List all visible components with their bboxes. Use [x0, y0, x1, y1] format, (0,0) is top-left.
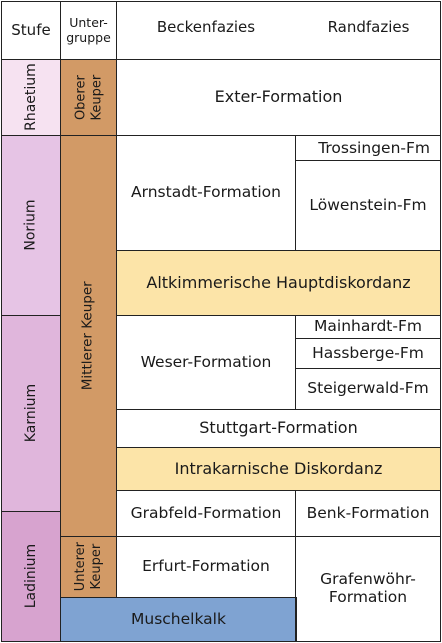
group-oberer-keuper-line1: Oberer: [72, 75, 88, 120]
formation-mainhardt: Mainhardt-Fm: [295, 315, 441, 339]
formation-arnstadt-label: Arnstadt-Formation: [131, 183, 281, 202]
group-oberer-keuper: Oberer Keuper: [60, 59, 117, 136]
stage-ladinium-label: Ladinium: [22, 544, 39, 609]
group-unterer-keuper-line2: Keuper: [88, 544, 104, 590]
group-mittlerer-keuper-label: Mittlerer Keuper: [79, 281, 96, 391]
formation-grabfeld-label: Grabfeld-Formation: [130, 503, 282, 522]
formation-stuttgart-label: Stuttgart-Formation: [199, 418, 358, 438]
header-stufe-label: Stufe: [11, 20, 51, 39]
formation-loewenstein: Löwenstein-Fm: [295, 160, 441, 251]
formation-benk-label: Benk-Formation: [306, 503, 430, 522]
header-untergruppe-line2: gruppe: [66, 29, 111, 45]
formation-grabfeld: Grabfeld-Formation: [116, 490, 296, 537]
header-randfazies-label: Randfazies: [327, 18, 410, 36]
stage-norium-label: Norium: [22, 199, 39, 252]
group-unterer-keuper: Unterer Keuper: [60, 536, 117, 598]
group-muschelkalk-label: Muschelkalk: [131, 609, 226, 628]
header-beckenfazies: Beckenfazies: [116, 1, 296, 53]
formation-intrakarnische-label: Intrakarnische Diskordanz: [174, 458, 383, 478]
formation-trossingen: Trossingen-Fm: [295, 135, 441, 161]
formation-altkimmerische-hauptdiskordanz: Altkimmerische Hauptdiskordanz: [116, 250, 441, 316]
formation-loewenstein-label: Löwenstein-Fm: [309, 195, 427, 214]
stage-rhaetium-label: Rhaetium: [22, 63, 39, 132]
formation-hassberge: Hassberge-Fm: [295, 338, 441, 369]
trossingen-top-line: [295, 135, 441, 136]
group-mittlerer-keuper: Mittlerer Keuper: [60, 135, 117, 537]
formation-grafenwoehr: Grafenwöhr- Formation: [295, 536, 441, 642]
group-oberer-keuper-line2: Keuper: [88, 74, 104, 121]
formation-stuttgart: Stuttgart-Formation: [116, 409, 441, 448]
stage-karnium: Karnium: [1, 315, 61, 512]
formation-steigerwald-label: Steigerwald-Fm: [307, 379, 429, 398]
formation-mainhardt-label: Mainhardt-Fm: [314, 317, 422, 336]
formation-exter: Exter-Formation: [116, 59, 441, 136]
formation-steigerwald: Steigerwald-Fm: [295, 368, 441, 410]
formation-exter-label: Exter-Formation: [214, 87, 343, 107]
group-muschelkalk: Muschelkalk: [60, 597, 297, 642]
formation-grafenwoehr-line1: Grafenwöhr-: [320, 570, 416, 589]
formation-arnstadt: Arnstadt-Formation: [116, 135, 296, 251]
formation-benk: Benk-Formation: [295, 490, 441, 537]
stage-norium: Norium: [1, 135, 61, 316]
header-beckenfazies-label: Beckenfazies: [156, 18, 256, 36]
formation-intrakarnische-diskordanz: Intrakarnische Diskordanz: [116, 447, 441, 491]
formation-erfurt-label: Erfurt-Formation: [142, 557, 270, 576]
formation-altkimmerische-label: Altkimmerische Hauptdiskordanz: [146, 272, 411, 292]
header-untergruppe: Unter- gruppe: [60, 1, 117, 60]
stage-karnium-label: Karnium: [22, 384, 39, 443]
formation-weser: Weser-Formation: [116, 315, 296, 410]
formation-erfurt: Erfurt-Formation: [116, 536, 296, 598]
stage-rhaetium: Rhaetium: [1, 59, 61, 136]
formation-grafenwoehr-line2: Formation: [328, 588, 408, 606]
formation-hassberge-label: Hassberge-Fm: [312, 343, 424, 362]
stage-ladinium: Ladinium: [1, 511, 61, 642]
formation-trossingen-label: Trossingen-Fm: [318, 139, 430, 158]
group-unterer-keuper-line1: Unterer: [72, 542, 88, 592]
header-randfazies: Randfazies: [296, 1, 441, 53]
formation-weser-label: Weser-Formation: [140, 352, 272, 371]
header-untergruppe-line1: Unter-: [69, 15, 108, 31]
header-stufe: Stufe: [1, 1, 61, 60]
